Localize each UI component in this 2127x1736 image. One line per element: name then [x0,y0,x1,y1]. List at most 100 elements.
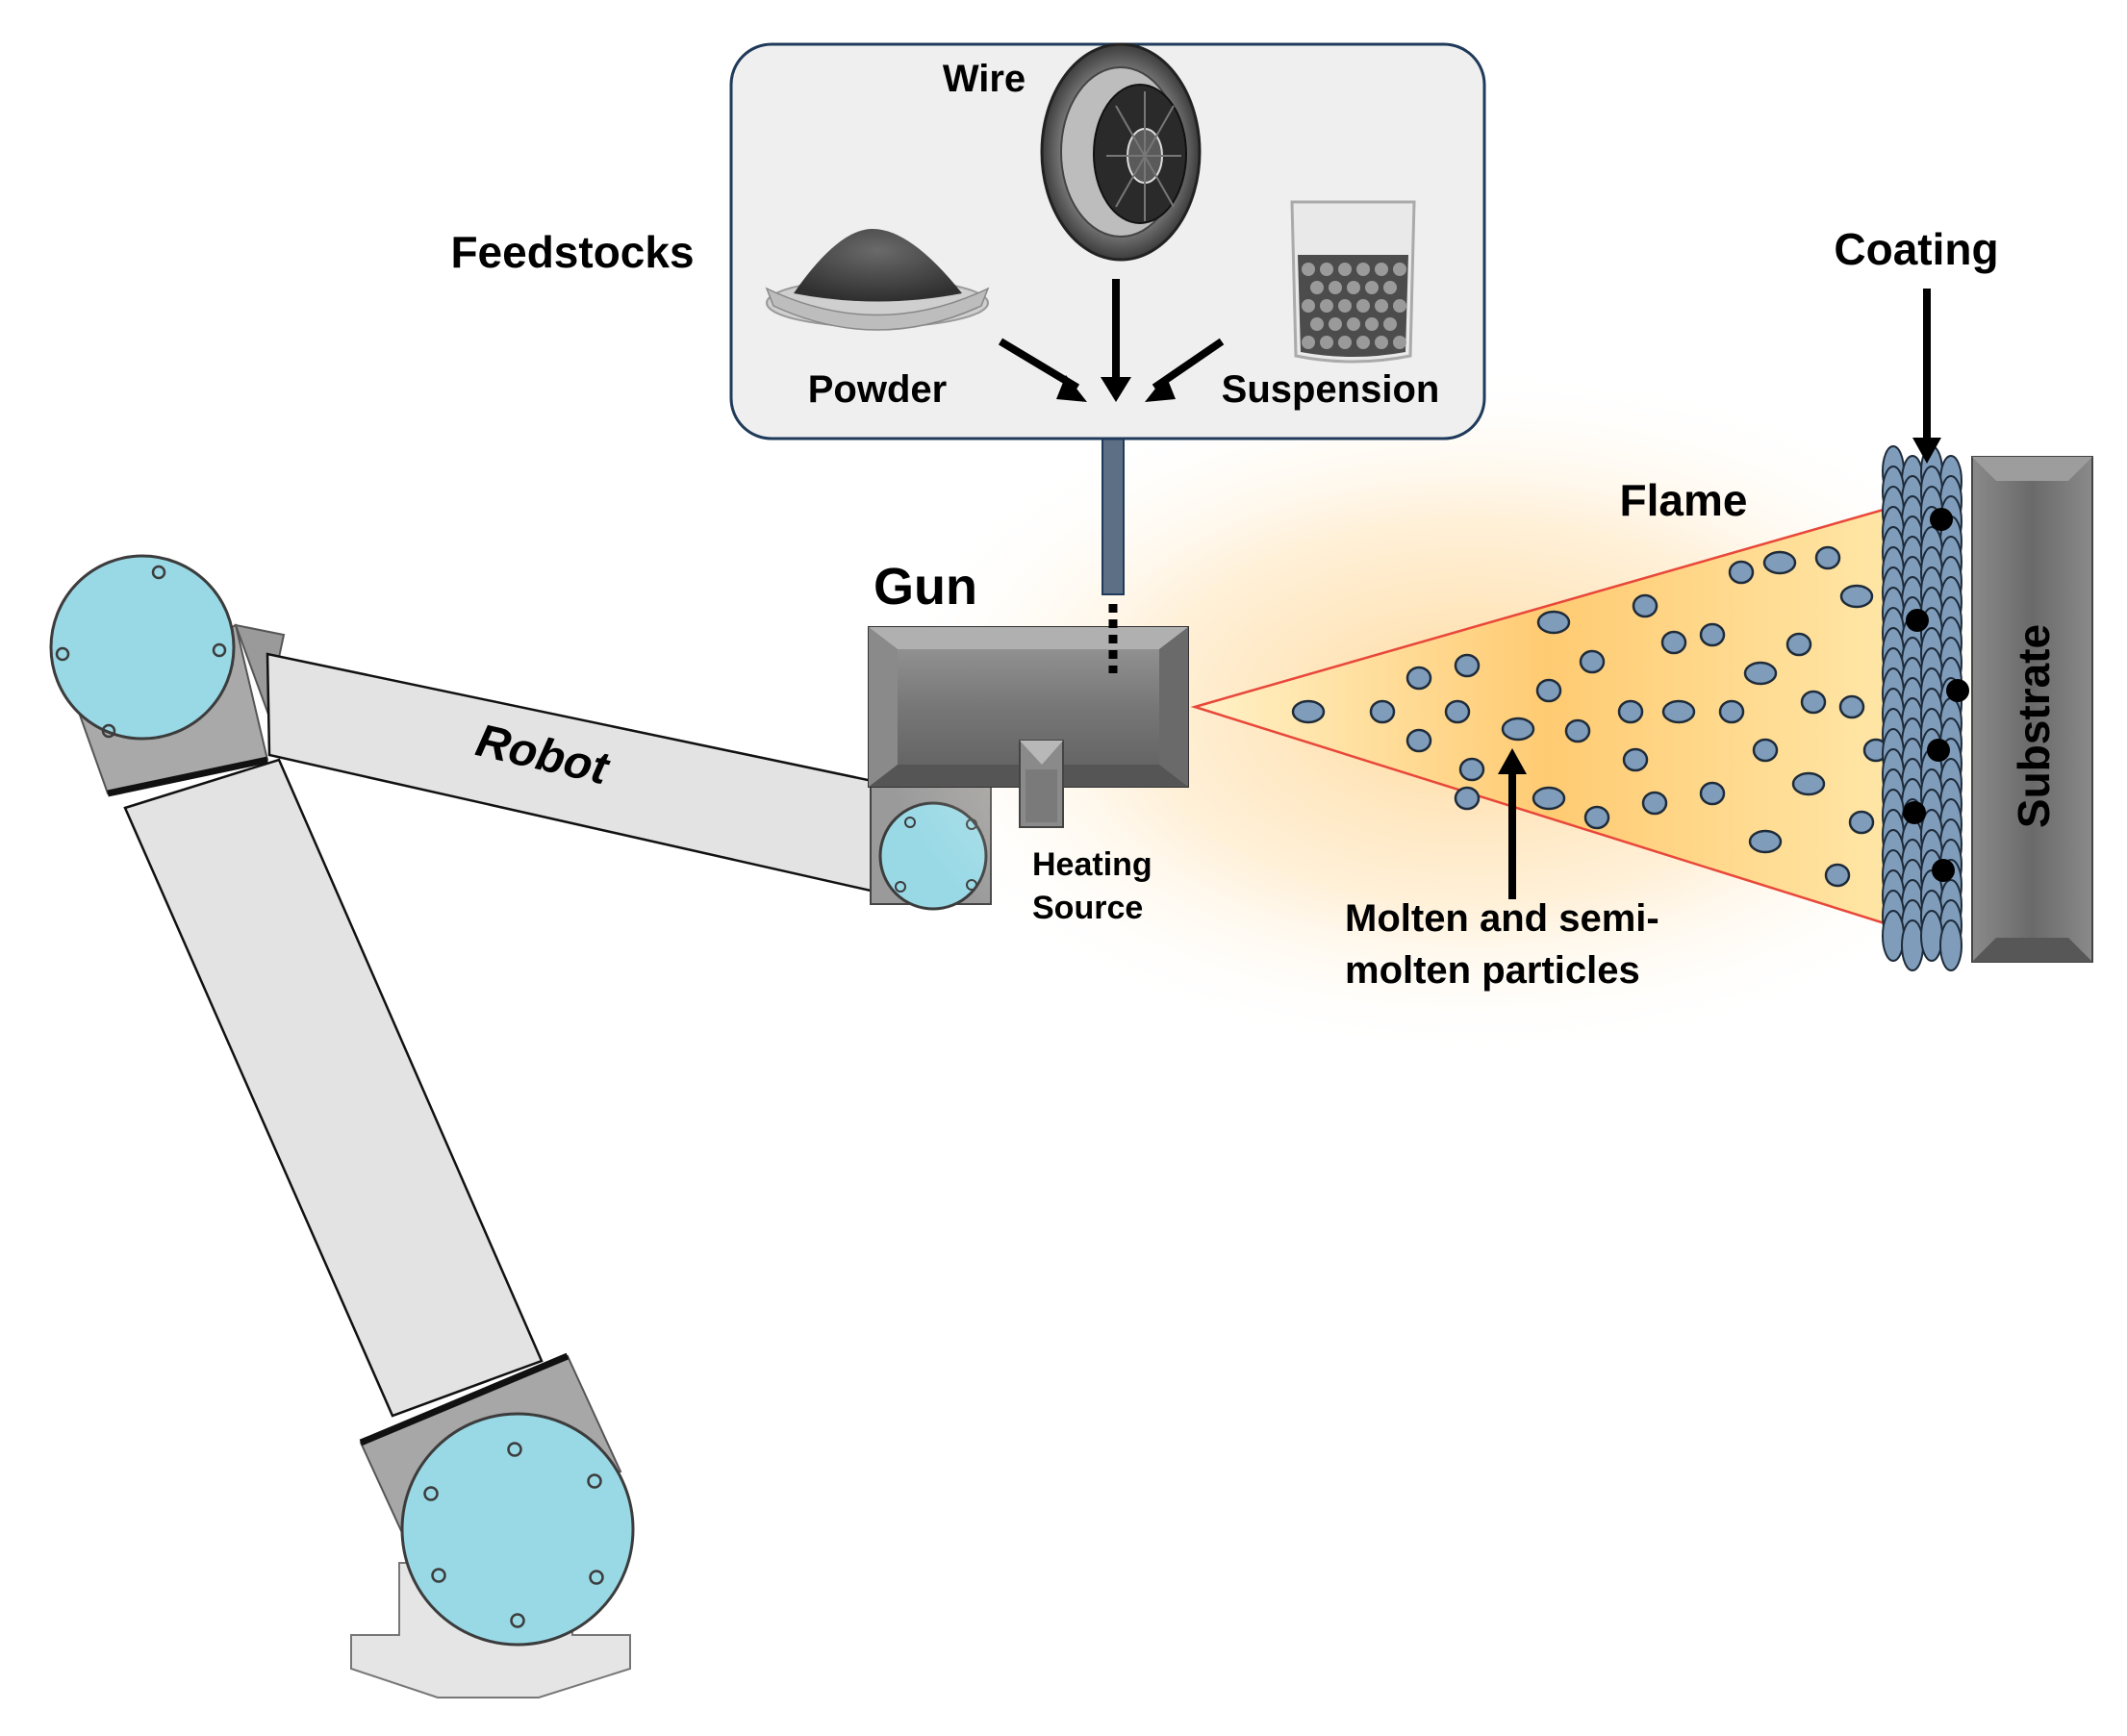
particle [1814,545,1841,570]
suspension-particle [1365,317,1379,331]
particle [1699,622,1726,647]
particle [1632,593,1659,618]
suspension-particle [1338,263,1352,276]
suspension-particle [1320,263,1333,276]
suspension-particle [1310,281,1324,294]
coating-splat [1920,910,1943,962]
suspension-particle [1310,317,1324,331]
coating-splat [1939,919,1962,971]
particles-label-line2: molten particles [1345,949,1640,992]
heating-source-label: Heating [1032,846,1152,883]
flame: Flame [875,365,2068,1058]
particle [1839,584,1874,609]
particle [1454,653,1481,678]
coating-pore [1932,859,1955,882]
suspension-particle [1393,299,1406,313]
particle [1661,699,1696,724]
flame-particles [1291,545,1889,888]
suspension-particle [1356,263,1370,276]
particle [1622,747,1649,772]
substrate-label: Substrate [2009,624,2059,828]
particles-annotation: Molten and semi- molten particles [1345,748,1659,992]
suspension-particle [1356,336,1370,349]
suspension-particle [1329,317,1342,331]
suspension-particle [1393,263,1406,276]
particle [1501,717,1535,742]
robot-shoulder-joint [49,554,236,741]
particle [1660,630,1687,655]
suspension-label: Suspension [1222,368,1440,411]
particle [1532,786,1566,811]
feed-tube [1101,413,1125,595]
particle [1785,632,1812,657]
particle [1718,699,1745,724]
coating-annotation: Coating [1834,224,1999,464]
coating-pore [1930,508,1953,531]
gun-label: Gun [874,558,977,616]
suspension-particle [1393,336,1406,349]
coating-pore [1903,801,1926,824]
suspension-particle [1338,336,1352,349]
particle [1579,649,1606,674]
coating-splat [1901,919,1924,971]
particle [1583,805,1610,830]
particle [1748,829,1783,854]
heating-source-label-line2: Source [1032,890,1143,926]
robot-base-joint [400,1412,635,1647]
particle [1641,791,1668,816]
suspension-particle [1320,299,1333,313]
coating-label: Coating [1834,224,1998,274]
suspension-particle [1329,281,1342,294]
particle [1791,771,1826,796]
particle [1824,863,1851,888]
particle [1838,694,1865,719]
particle [1564,718,1591,743]
spray-gun: Gun [868,558,1189,828]
coating-layer [1882,445,1969,971]
suspension-particle [1365,281,1379,294]
particle [1743,661,1778,686]
particle [1535,678,1562,703]
powder-label: Powder [808,368,947,411]
suspension-particle [1347,281,1360,294]
particle [1752,738,1779,763]
particle [1458,757,1485,782]
flame-label: Flame [1620,475,1748,525]
coating-pore [1906,609,1929,632]
particle [1728,560,1755,585]
suspension-particle [1356,299,1370,313]
particle [1444,699,1471,724]
robot-arm: Robot [49,554,992,1698]
suspension-particle [1383,281,1397,294]
suspension-particle [1302,299,1315,313]
suspension-particle [1320,336,1333,349]
feed-arrows [998,279,1225,402]
coating-pore [1927,739,1950,762]
particle [1762,550,1797,575]
powder-dish-icon [765,228,990,331]
suspension-particle [1338,299,1352,313]
suspension-particle [1302,336,1315,349]
particle [1617,699,1644,724]
particle [1369,699,1396,724]
suspension-particle [1375,299,1388,313]
particle [1454,786,1481,811]
heating-source [1019,740,1064,828]
coating-pore [1946,679,1969,702]
feedstocks-panel: Feedstocks Wire Powder Suspension [450,42,1486,440]
coating-splat [1882,910,1905,962]
particles-label-line1: Molten and semi- [1345,897,1659,940]
particle [1291,699,1326,724]
substrate: Substrate [1971,456,2093,963]
particle [1800,690,1827,715]
suspension-particle [1375,263,1388,276]
particle [1405,666,1432,691]
suspension-particle [1375,336,1388,349]
robot-lower-link [123,758,544,1418]
suspension-particle [1383,317,1397,331]
feedstocks-label: Feedstocks [450,227,694,277]
wire-label: Wire [943,58,1026,100]
particle [1848,810,1875,835]
particle [1536,610,1571,635]
